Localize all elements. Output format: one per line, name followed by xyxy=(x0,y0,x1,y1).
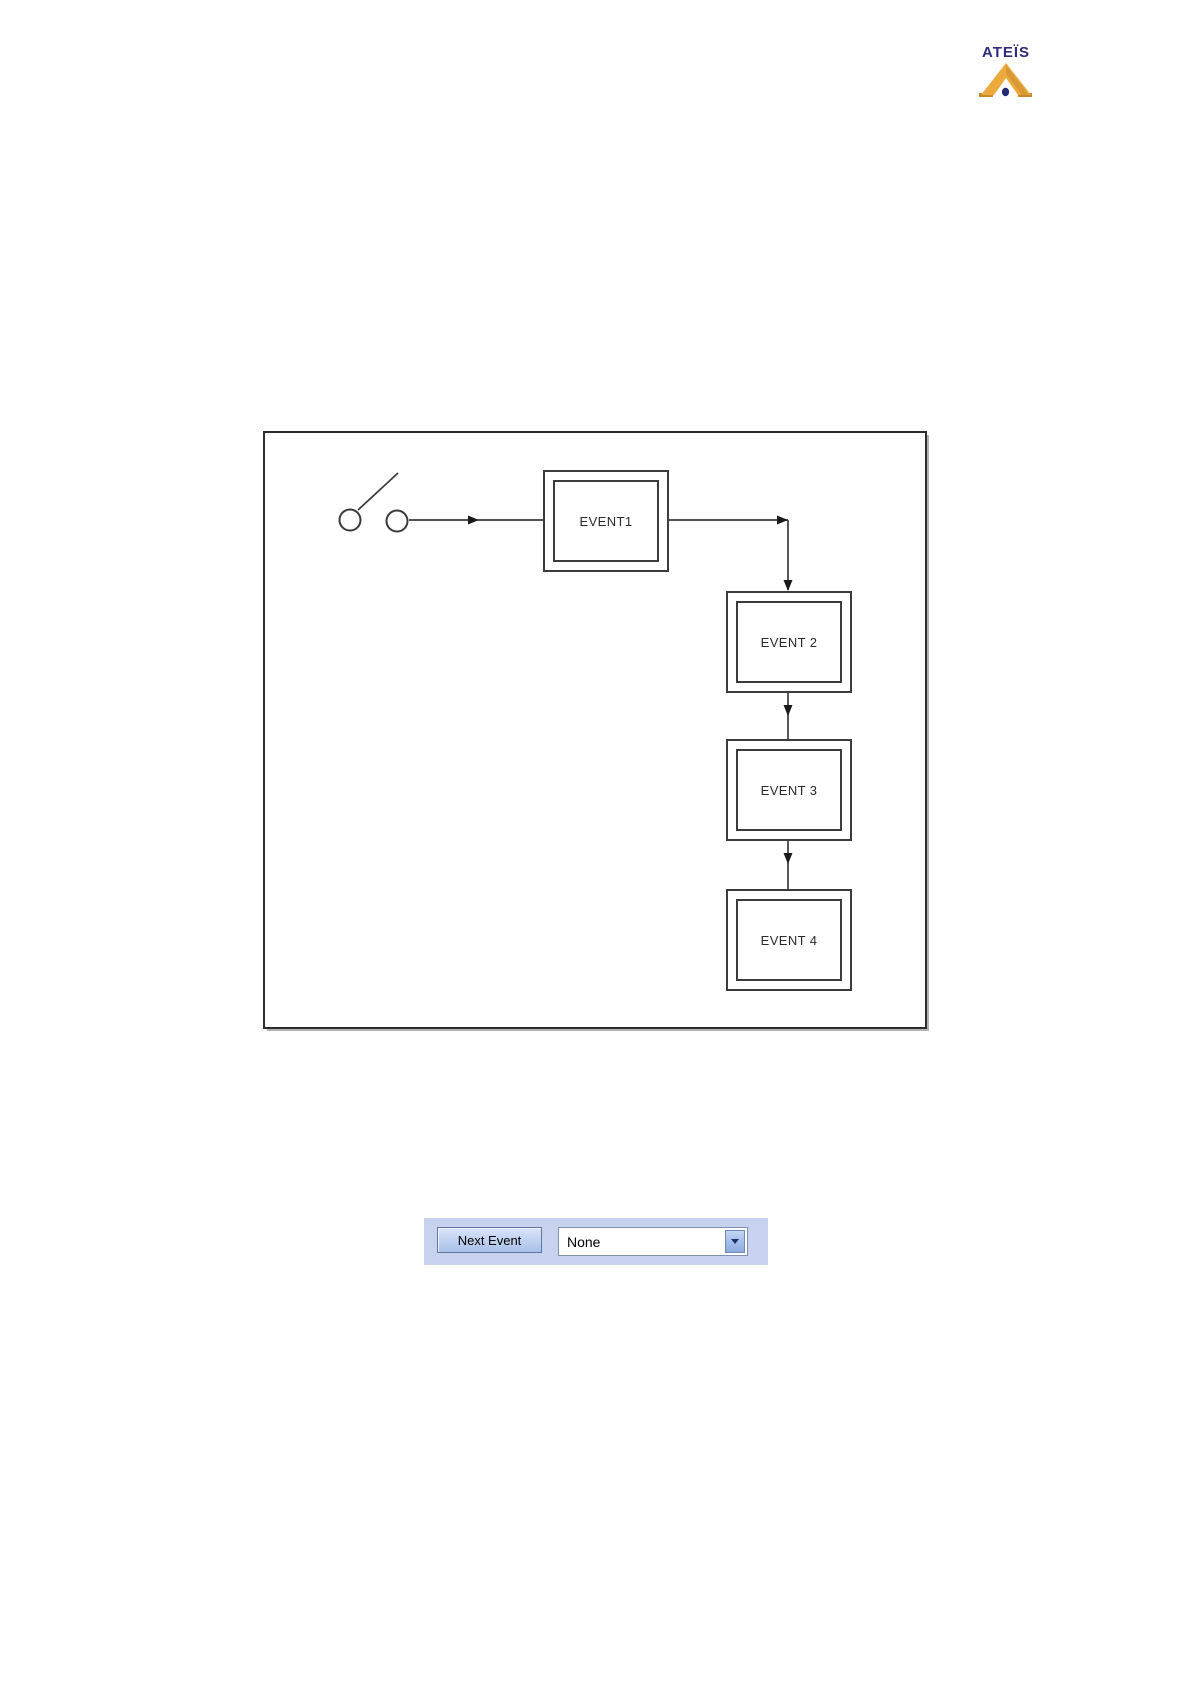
connector-event2-to-event3 xyxy=(783,693,793,739)
next-event-panel: Next Event None xyxy=(424,1218,768,1265)
event2-node: EVENT 2 xyxy=(726,591,852,693)
event4-node: EVENT 4 xyxy=(726,889,852,991)
ateis-logo-text: ATEÏS xyxy=(981,44,1031,61)
event-label: EVENT1 xyxy=(553,480,659,562)
event3-node: EVENT 3 xyxy=(726,739,852,841)
connector-event3-to-event4 xyxy=(783,841,793,889)
event-label: EVENT 3 xyxy=(736,749,842,831)
switch-contact-icon xyxy=(338,472,409,533)
next-event-button-label: Next Event xyxy=(457,1232,522,1248)
ateis-logo-icon xyxy=(979,63,1032,97)
dropdown-arrow-button[interactable] xyxy=(725,1230,745,1253)
event-label: EVENT 4 xyxy=(736,899,842,981)
next-event-button[interactable]: Next Event xyxy=(437,1227,542,1253)
next-event-dropdown[interactable]: None xyxy=(558,1227,748,1256)
next-event-dropdown-value: None xyxy=(567,1233,601,1250)
ateis-logo: ATEÏS xyxy=(970,45,1042,100)
event-flow-diagram: EVENT1 EVENT 2 EVENT 3 EVENT 4 xyxy=(263,431,927,1029)
diagram-connectors xyxy=(338,472,793,889)
event-label: EVENT 2 xyxy=(736,601,842,683)
event1-node: EVENT1 xyxy=(543,470,669,572)
connector-event1-to-event2 xyxy=(669,515,793,591)
chevron-down-icon xyxy=(731,1239,739,1244)
connector-switch-to-event1 xyxy=(409,515,543,525)
